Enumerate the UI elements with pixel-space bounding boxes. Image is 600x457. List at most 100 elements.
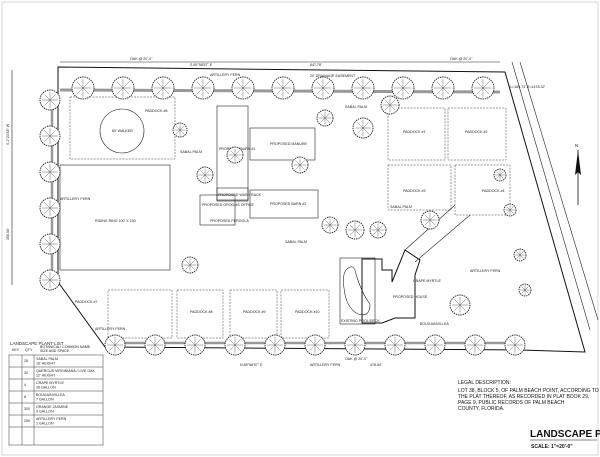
tree-icon	[271, 76, 295, 100]
paddock-7	[107, 289, 173, 339]
plant-name: CRAPE MYRTLE	[36, 381, 64, 385]
paddock-10	[280, 289, 330, 339]
distance-left: 350.00'	[6, 228, 10, 240]
barn-2	[249, 189, 319, 219]
tree-icon	[104, 334, 126, 356]
tree-icon	[384, 334, 406, 356]
tree-icon	[196, 166, 214, 184]
legal-description: LEGAL DESCRIPTION: LOT 38, BLOCK 5, OF P…	[458, 380, 599, 412]
tree-icon	[111, 76, 135, 100]
tree-icon	[513, 248, 527, 262]
north-label: N	[575, 143, 578, 148]
tree-icon	[39, 161, 61, 183]
paddock-6-label: PADDOCK #6	[145, 109, 168, 113]
paddock-8	[176, 289, 224, 339]
sabal-palm-label: SABAL PALM	[345, 105, 367, 109]
tree-icon	[39, 197, 61, 219]
plant-list-title: LANDSCAPE PLANT LIST	[10, 341, 64, 346]
plant-name: ARTILLERY FERN	[36, 417, 67, 421]
tree-icon	[39, 89, 61, 111]
legal-line: LOT 38, BLOCK 5, OF PALM BEACH POINT, AC…	[458, 388, 599, 394]
header-qty: QTY	[25, 348, 33, 352]
tree-group	[39, 76, 532, 356]
tree-icon	[316, 109, 334, 127]
tree-icon	[464, 334, 486, 356]
tree-icon	[493, 168, 507, 182]
tree-icon	[181, 256, 199, 274]
plant-size: 30 GALLON	[36, 386, 56, 390]
house-label: PROPOSED HOUSE	[393, 295, 428, 299]
tree-icon	[504, 334, 526, 356]
bearing-bottom: N 89°58'57" E	[240, 363, 263, 367]
bearing-left: S 2°23'48" W	[6, 123, 10, 145]
paddock-7-label: PADDOCK #7	[75, 300, 98, 304]
tree-icon	[71, 76, 95, 100]
crape-myrtle-label: CRAPE MYRTLE	[413, 279, 441, 283]
plant-qty: 8	[24, 395, 26, 399]
tree-icon	[449, 294, 471, 316]
tree-icon	[321, 216, 339, 234]
paddock-9	[229, 289, 278, 339]
plant-qty: 4	[24, 383, 26, 387]
drawing-scale: SCALE: 1"=20'-0"	[531, 444, 573, 450]
wash-rack	[216, 187, 249, 201]
artillery-fern-label: ARTILLERY FERN	[470, 269, 501, 273]
plant-size: 1 GALLON	[36, 422, 54, 426]
paddock-2-label: PADDOCK #2	[465, 130, 488, 134]
oak-label: OAK @ 20'-0"	[450, 57, 473, 61]
barn2-label: PROPOSED BARN #2	[270, 202, 306, 206]
tree-icon	[471, 76, 495, 100]
tree-icon	[226, 146, 244, 164]
tree-icon	[391, 76, 415, 100]
wash-label: PROPOSED WASH RACK	[218, 193, 262, 197]
paddock-10-label: PADDOCK #10	[295, 310, 320, 314]
tree-icon	[431, 76, 455, 100]
plant-name: SABAL PALM	[36, 357, 58, 361]
pool	[343, 266, 371, 316]
driveway	[414, 214, 471, 263]
pool-deck	[339, 257, 376, 325]
walker-label: 60' WALKER	[112, 129, 133, 133]
tree-icon	[39, 125, 61, 147]
tree-icon	[351, 76, 375, 100]
oak-label: OAK @ 20'-0"	[345, 357, 368, 361]
plant-name: BOUGAINVILLEA	[36, 393, 65, 397]
legal-heading: LEGAL DESCRIPTION:	[458, 380, 511, 386]
horse-walker	[99, 108, 145, 154]
tree-icon	[151, 76, 175, 100]
plant-qty: 250	[24, 419, 30, 423]
tree-icon	[352, 117, 374, 139]
sabal-palm-label: SABAL PALM	[285, 240, 307, 244]
plant-size: 16' HEIGHT	[36, 362, 56, 366]
bearing-top: S 89°58'57" E	[190, 63, 213, 67]
artillery-fern-label: ARTILLERY FERN	[310, 363, 341, 367]
riding-ring-label: RIDING RING 100' X 150'	[95, 219, 137, 223]
north-arrow: N	[575, 143, 581, 205]
riding-ring	[59, 164, 171, 271]
tree-icon	[311, 76, 335, 100]
distance-top: 647.78'	[310, 63, 322, 67]
manure-area	[249, 127, 316, 161]
paddock-3-label: PADDOCK #3	[403, 189, 426, 193]
tree-icon	[291, 156, 309, 174]
drawing-title: LANDSCAPE PLAN	[530, 429, 600, 440]
artillery-fern-label: ARTILLERY FERN	[210, 73, 241, 77]
sabal-palm-label: SABAL PALM	[390, 205, 412, 209]
paddock-1	[387, 107, 446, 161]
distance-bottom: 478.64'	[370, 363, 382, 367]
grooms-office	[199, 194, 236, 226]
tree-icon	[518, 283, 532, 297]
office-label: PROPOSED GROOMS OFFICE	[202, 203, 255, 207]
curve-data: L=189.73' R=1478.32'	[510, 85, 545, 89]
pool-label: EXISTING POOL/DECK	[341, 319, 380, 323]
paddock-1-label: PADDOCK #1	[403, 130, 426, 134]
header-size: SIZE AND SPACE	[40, 349, 70, 353]
bougainvillea-label: BOUGAINVILLEA	[420, 322, 449, 326]
paddock-3	[387, 164, 452, 211]
tree-icon	[39, 269, 61, 291]
header-name: BOTANICAL/ COMMON NAME	[40, 345, 91, 349]
artillery-fern-label: ARTILLERY FERN	[95, 327, 126, 331]
plant-qty: 30	[24, 371, 28, 375]
plant-name: ORANGE JASMINE	[36, 405, 69, 409]
